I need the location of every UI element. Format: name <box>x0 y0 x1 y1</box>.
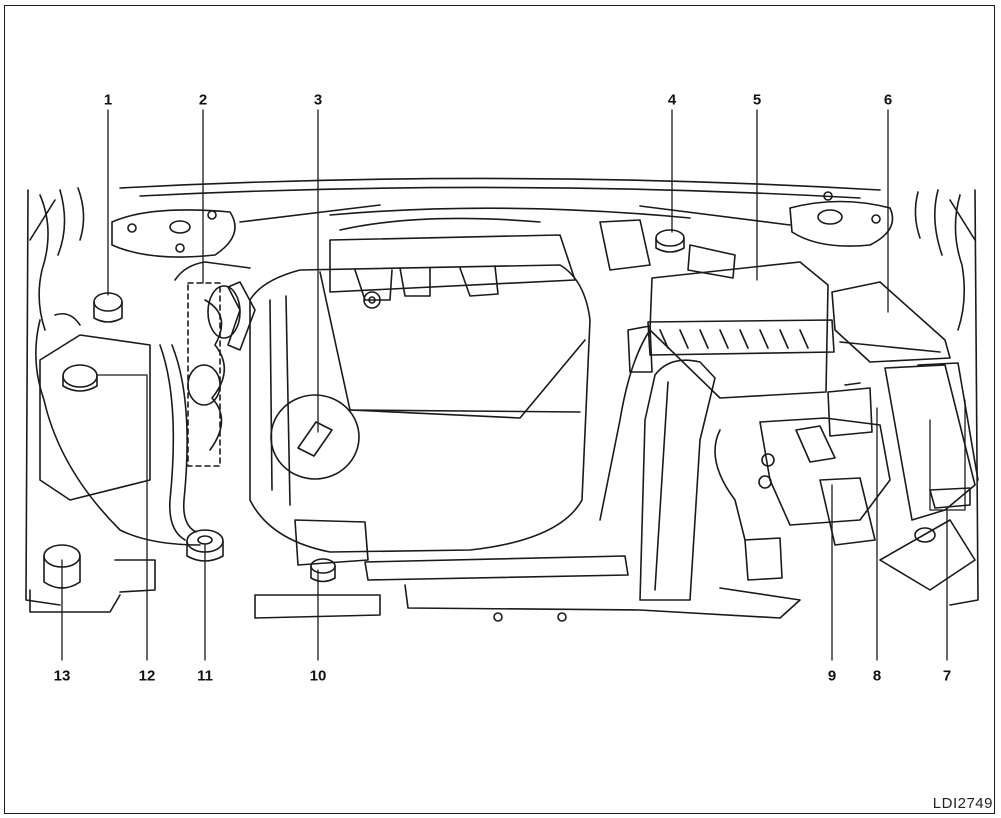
callout-13: 13 <box>53 667 71 685</box>
left-hoses <box>159 261 256 541</box>
callout-4: 4 <box>667 91 677 109</box>
callout-3: 3 <box>313 91 323 109</box>
figure-code: LDI2749 <box>932 795 993 812</box>
front-crossmember <box>254 555 801 622</box>
lower-right-module <box>714 417 976 591</box>
callout-10: 10 <box>309 667 327 685</box>
engine-cover <box>249 217 591 553</box>
callout-6: 6 <box>883 91 893 109</box>
callout-9: 9 <box>827 667 837 685</box>
diagram-frame <box>4 5 995 814</box>
air-cleaner-box <box>627 261 835 399</box>
callout-12: 12 <box>138 667 156 685</box>
callout-11: 11 <box>197 667 213 685</box>
right-strut-tower <box>789 191 894 247</box>
callout-leaders <box>61 109 966 661</box>
left-strut-tower <box>111 209 236 258</box>
callout-8: 8 <box>872 667 882 685</box>
lower-left-cap <box>29 544 156 613</box>
callout-7: 7 <box>942 667 952 685</box>
hood-lines <box>119 177 881 226</box>
callout-1: 1 <box>103 91 113 109</box>
oil-dipstick <box>294 519 369 583</box>
right-fender <box>914 189 979 606</box>
radiator-cap <box>599 219 736 279</box>
left-fender <box>25 187 85 606</box>
callout-2: 2 <box>198 91 208 109</box>
air-intake-duct <box>599 329 716 601</box>
brake-fluid-reservoir <box>93 292 123 323</box>
relay-box <box>831 281 951 363</box>
battery <box>827 362 979 521</box>
callout-5: 5 <box>752 91 762 109</box>
dashed-callout-region <box>187 282 241 467</box>
left-reservoir-tank <box>35 312 201 546</box>
